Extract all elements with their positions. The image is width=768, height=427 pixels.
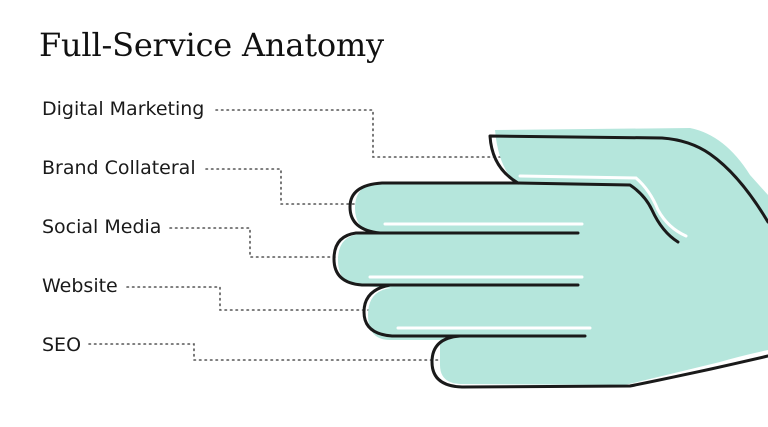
leader-line-seo (88, 343, 441, 361)
label-brand-collateral: Brand Collateral (42, 157, 196, 179)
label-digital-marketing: Digital Marketing (42, 98, 205, 120)
label-seo: SEO (42, 334, 82, 356)
leader-line-digital-marketing (215, 109, 511, 158)
label-website: Website (42, 275, 118, 297)
page-title: Full-Service Anatomy (39, 26, 384, 64)
label-social-media: Social Media (42, 216, 162, 238)
leader-line-website (126, 286, 388, 311)
hand-highlights (368, 174, 688, 330)
hand-fill (338, 128, 768, 385)
hand-outline (332, 134, 768, 389)
leader-line-social-media (169, 227, 371, 258)
